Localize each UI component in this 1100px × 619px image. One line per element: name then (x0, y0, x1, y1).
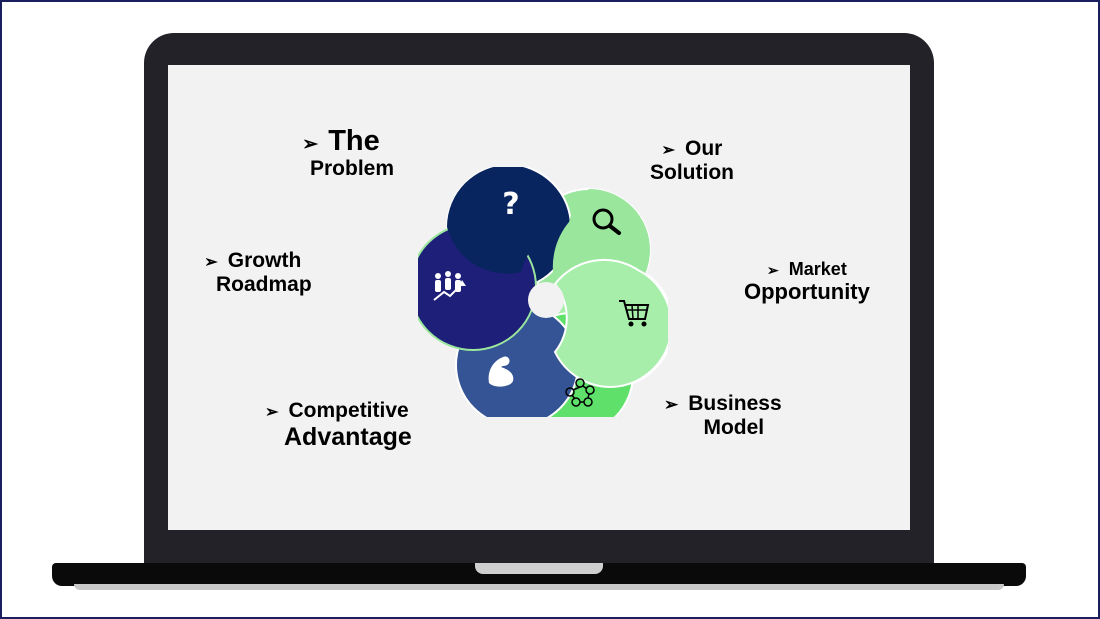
label-the-problem-line1: The (328, 125, 380, 157)
label-our-solution-line2: Solution (650, 160, 734, 184)
label-our-solution: ➢ Our Solution (650, 137, 734, 184)
magnifier-icon (592, 208, 621, 235)
laptop-base-shadow (74, 584, 1004, 590)
label-business-model: ➢ Business Model (664, 392, 782, 439)
pinwheel-diagram: ? (418, 167, 668, 417)
label-the-problem-line2: Problem (310, 157, 395, 181)
laptop-screen: ? (168, 65, 910, 530)
swirl-overlap-light-mint (553, 258, 668, 389)
label-competitive-advantage-line1: Competitive (288, 399, 409, 422)
shopping-cart-icon (619, 300, 650, 327)
arrow-bullet-icon: ➢ (661, 142, 676, 159)
swirl-overlap-navy (447, 167, 569, 274)
label-competitive-advantage-line2: Advantage (284, 422, 412, 451)
arrow-bullet-icon: ➢ (302, 134, 319, 155)
label-our-solution-line1: Our (685, 137, 723, 160)
label-market-opportunity: ➢ Market Opportunity (744, 259, 870, 305)
label-growth-roadmap: ➢ Growth Roadmap (194, 249, 312, 296)
label-business-model-line1: Business (688, 392, 782, 415)
laptop-notch (475, 563, 603, 574)
svg-text:?: ? (502, 187, 519, 222)
arrow-bullet-icon: ➢ (265, 404, 279, 421)
label-market-opportunity-line1: Market (788, 259, 847, 279)
label-growth-roadmap-line2: Roadmap (216, 272, 312, 296)
question-mark-icon: ? (502, 187, 519, 222)
label-the-problem: ➢ The Problem (288, 125, 394, 181)
label-competitive-advantage: ➢ Competitive Advantage (262, 399, 412, 451)
team-growth-icon (433, 271, 466, 301)
network-icon (565, 378, 595, 407)
flexed-arm-icon (488, 356, 514, 387)
label-market-opportunity-line2: Opportunity (744, 278, 870, 304)
laptop-base (52, 563, 1026, 586)
label-growth-roadmap-line1: Growth (227, 249, 302, 272)
label-business-model-line2: Model (703, 415, 765, 439)
arrow-bullet-icon: ➢ (664, 395, 679, 414)
pinwheel-center (528, 282, 564, 318)
arrow-bullet-icon: ➢ (767, 262, 779, 278)
arrow-bullet-icon: ➢ (204, 254, 218, 271)
